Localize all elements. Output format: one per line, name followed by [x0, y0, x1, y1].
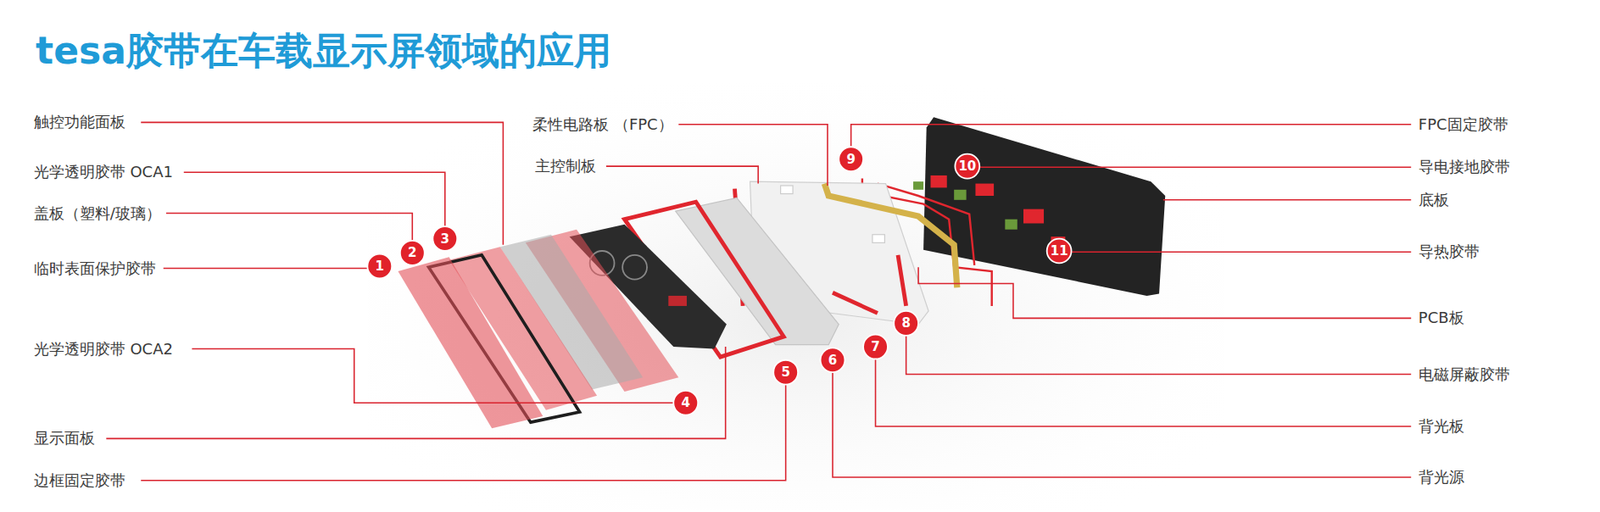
thermal-tape [1023, 209, 1044, 224]
leader-line [918, 267, 1411, 318]
leader-line [851, 124, 1412, 147]
leader-line [163, 267, 368, 270]
callout-circle [367, 254, 392, 279]
leader-line [183, 172, 446, 227]
leader-line [606, 166, 759, 184]
callout-number: 6 [828, 352, 837, 368]
leader-line [906, 335, 1412, 375]
callout-number: 7 [870, 339, 880, 355]
leader-line [678, 124, 828, 186]
part-label: 主控制板 [535, 156, 597, 176]
part-label: 显示面板 [33, 429, 95, 448]
callout-number: 11 [1050, 243, 1069, 259]
part-label: 光学透明胶带 OCA2 [33, 340, 173, 359]
callout-number: 5 [780, 364, 790, 380]
fpc [824, 183, 957, 289]
part-label: 导热胶带 [1418, 242, 1480, 262]
tape-strip [832, 292, 878, 313]
part-label: 电磁屏蔽胶带 [1418, 365, 1511, 385]
screen-graphic [668, 295, 687, 307]
part-label: FPC固定胶带 [1418, 115, 1509, 134]
leader-line [166, 212, 413, 240]
callout-circle [838, 146, 864, 172]
part-label: 光学透明胶带 OCA1 [33, 162, 173, 182]
conductive-tape [975, 183, 994, 196]
part-label: 底板 [1418, 190, 1450, 210]
leader-line [875, 359, 1412, 427]
callout-circle [954, 154, 980, 179]
callout-circle [820, 347, 846, 373]
title: tesa胶带在车载显示屏领域的应用 [35, 28, 612, 73]
leader-line [979, 167, 1411, 169]
board-slot [780, 185, 793, 195]
callout-circle [773, 360, 798, 385]
part-label: 背光板 [1418, 417, 1465, 436]
leader-line [832, 372, 1411, 478]
part-label: 柔性电路板 （FPC） [532, 115, 674, 134]
callout-circle [1047, 239, 1072, 264]
part-label: 盖板（塑料/玻璃） [33, 204, 162, 223]
callout-circle [893, 311, 919, 336]
part-label: 边框固定胶带 [33, 471, 126, 491]
callout-number: 2 [407, 245, 417, 261]
leader-line [1163, 199, 1411, 201]
background-glow [367, 81, 1225, 510]
component [953, 189, 966, 201]
callout-number: 9 [846, 151, 855, 168]
part-label: PCB板 [1418, 308, 1465, 328]
callout-circle [863, 334, 888, 360]
callout-circle [432, 226, 458, 251]
leader-line [191, 348, 674, 403]
leader-lines [105, 122, 1411, 480]
part-label: 导电接地胶带 [1418, 157, 1511, 177]
callout-circles [367, 146, 1071, 415]
base-plate [923, 117, 1166, 296]
gauge [622, 255, 647, 280]
leader-line [105, 346, 725, 439]
part-label: 背光源 [1418, 468, 1465, 487]
callout-number: 1 [374, 258, 384, 274]
callout-circle [400, 240, 425, 266]
conductive-tape [931, 175, 948, 188]
leader-line [140, 384, 786, 481]
part-label: 触控功能面板 [33, 112, 126, 132]
callout-number: 8 [901, 315, 910, 331]
board-slot [872, 234, 885, 244]
component [1004, 219, 1017, 230]
tape-strip [897, 255, 907, 307]
callout-number: 10 [958, 158, 976, 174]
callout-circle [673, 390, 698, 416]
part-label: 临时表面保护胶带 [33, 259, 157, 279]
leader-line [1071, 250, 1412, 253]
callout-number: 4 [680, 395, 690, 411]
component [913, 181, 924, 190]
callout-number: 3 [440, 231, 449, 247]
